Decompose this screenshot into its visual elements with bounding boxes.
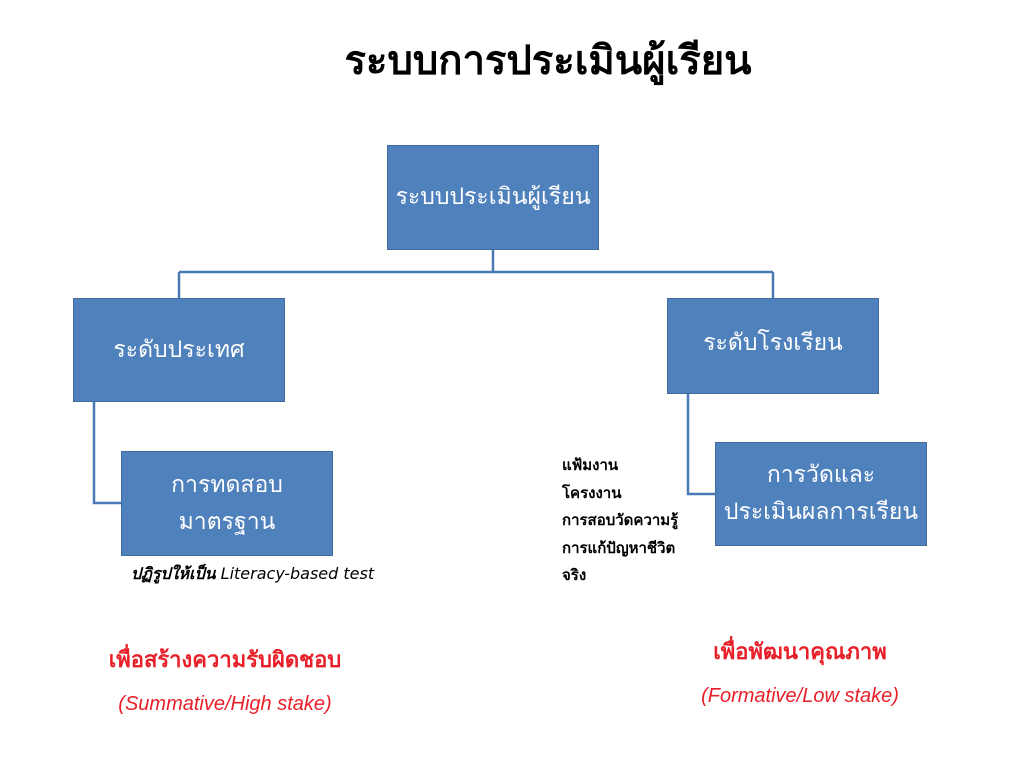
school-level-node: ระดับโรงเรียน — [667, 298, 879, 394]
goal-accountability-subtitle: (Summative/High stake) — [118, 693, 332, 715]
school-method-item: การสอบวัดความรู้ — [562, 511, 679, 529]
school-level-label: ระดับโรงเรียน — [703, 330, 843, 356]
standard-test-line1: การทดสอบ — [171, 471, 283, 498]
reform-note: ปฏิรูปให้เป็น Literacy-based test — [131, 562, 374, 587]
school-method-item: แฟ้มงาน — [562, 456, 619, 474]
school-assessment-line2: ประเมินผลการเรียน — [723, 499, 919, 525]
reform-note-english: Literacy-based test — [220, 564, 375, 583]
school-methods-list: แฟ้มงาน โครงงาน การสอบวัดความรู้ การแก้ป… — [562, 452, 722, 590]
goal-quality-development: เพื่อพัฒนาคุณภาพ — [713, 640, 887, 665]
page-title: ระบบการประเมินผู้เรียน — [344, 37, 752, 84]
goal-accountability: เพื่อสร้างความรับผิดชอบ — [108, 648, 342, 673]
root-node: ระบบประเมินผู้เรียน — [387, 145, 599, 250]
connector-country-to-test — [92, 402, 121, 505]
school-method-item: จริง — [562, 566, 587, 584]
country-level-node: ระดับประเทศ — [73, 298, 285, 402]
reform-note-thai: ปฏิรูปให้เป็น — [131, 564, 216, 583]
connector-school-to-assess — [686, 394, 715, 496]
school-assessment-node: การวัดและ ประเมินผลการเรียน — [715, 442, 927, 546]
goal-quality-development-subtitle: (Formative/Low stake) — [701, 685, 899, 707]
standard-test-node: การทดสอบ มาตรฐาน — [121, 451, 333, 556]
root-node-label: ระบบประเมินผู้เรียน — [395, 184, 591, 211]
school-assessment-line1: การวัดและ — [766, 462, 876, 489]
school-method-item: การแก้ปัญหาชีวิต — [562, 538, 676, 557]
school-method-item: โครงงาน — [562, 483, 622, 502]
standard-test-line2: มาตรฐาน — [178, 508, 276, 535]
country-level-label: ระดับประเทศ — [113, 336, 245, 363]
